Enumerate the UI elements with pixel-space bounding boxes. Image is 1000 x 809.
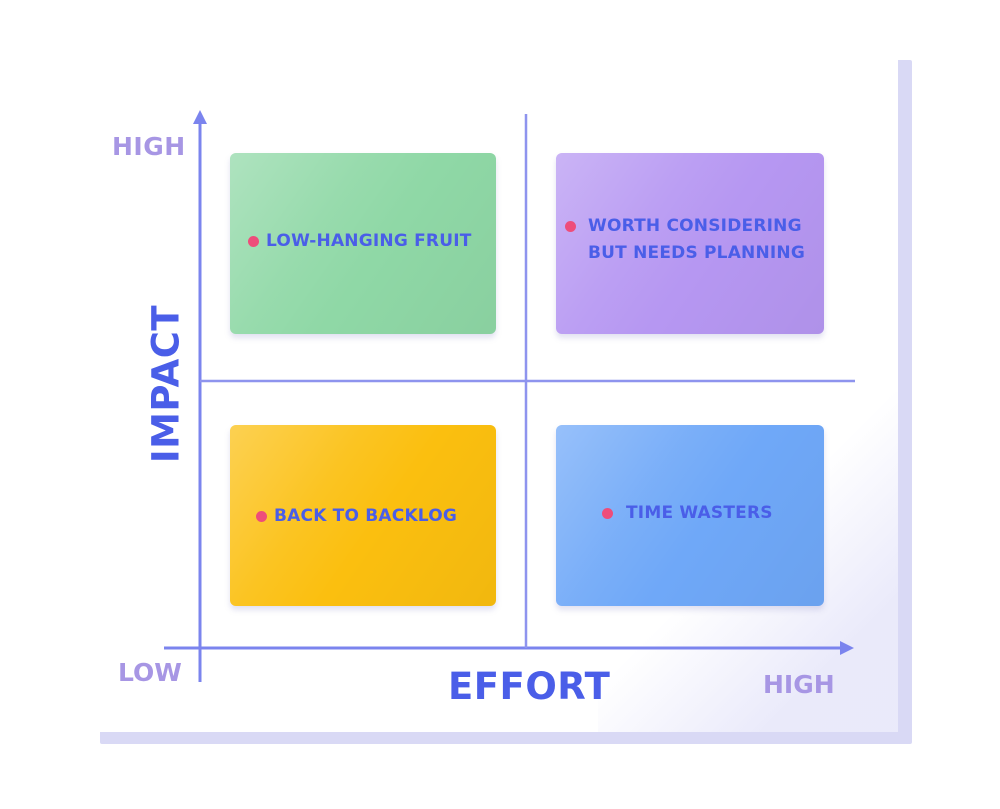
x-axis-title: EFFORT xyxy=(448,665,611,708)
quadrant-label-line: BUT NEEDS PLANNING xyxy=(588,243,806,263)
y-axis-high-label: HIGH xyxy=(112,132,186,161)
quadrant-label-line: TIME WASTERS xyxy=(626,503,773,523)
label-low-hanging-fruit: LOW-HANGING FRUIT xyxy=(248,228,472,255)
quadrant-back-to-backlog xyxy=(230,425,496,606)
quadrant-worth-considering xyxy=(556,153,824,334)
x-axis-low-label: LOW xyxy=(118,658,182,687)
quadrant-label-line: BACK TO BACKLOG xyxy=(274,506,458,526)
quadrant-label-line: LOW-HANGING FRUIT xyxy=(266,231,472,251)
y-axis-arrow xyxy=(193,110,207,124)
quadrant-time-wasters xyxy=(556,425,824,606)
bullet-dot xyxy=(565,221,576,232)
quadrant-label-line: WORTH CONSIDERING xyxy=(588,216,802,236)
label-worth-considering: WORTH CONSIDERING BUT NEEDS PLANNING xyxy=(565,213,823,267)
bullet-dot xyxy=(248,236,259,247)
bullet-dot xyxy=(256,511,267,522)
label-back-to-backlog: BACK TO BACKLOG xyxy=(256,503,457,530)
quadrant-low-hanging-fruit xyxy=(230,153,496,334)
y-axis-title: IMPACT xyxy=(144,304,188,464)
label-time-wasters: TIME WASTERS xyxy=(602,500,773,527)
x-axis-arrow xyxy=(840,641,854,655)
bullet-dot xyxy=(602,508,613,519)
x-axis-high-label: HIGH xyxy=(763,670,835,699)
